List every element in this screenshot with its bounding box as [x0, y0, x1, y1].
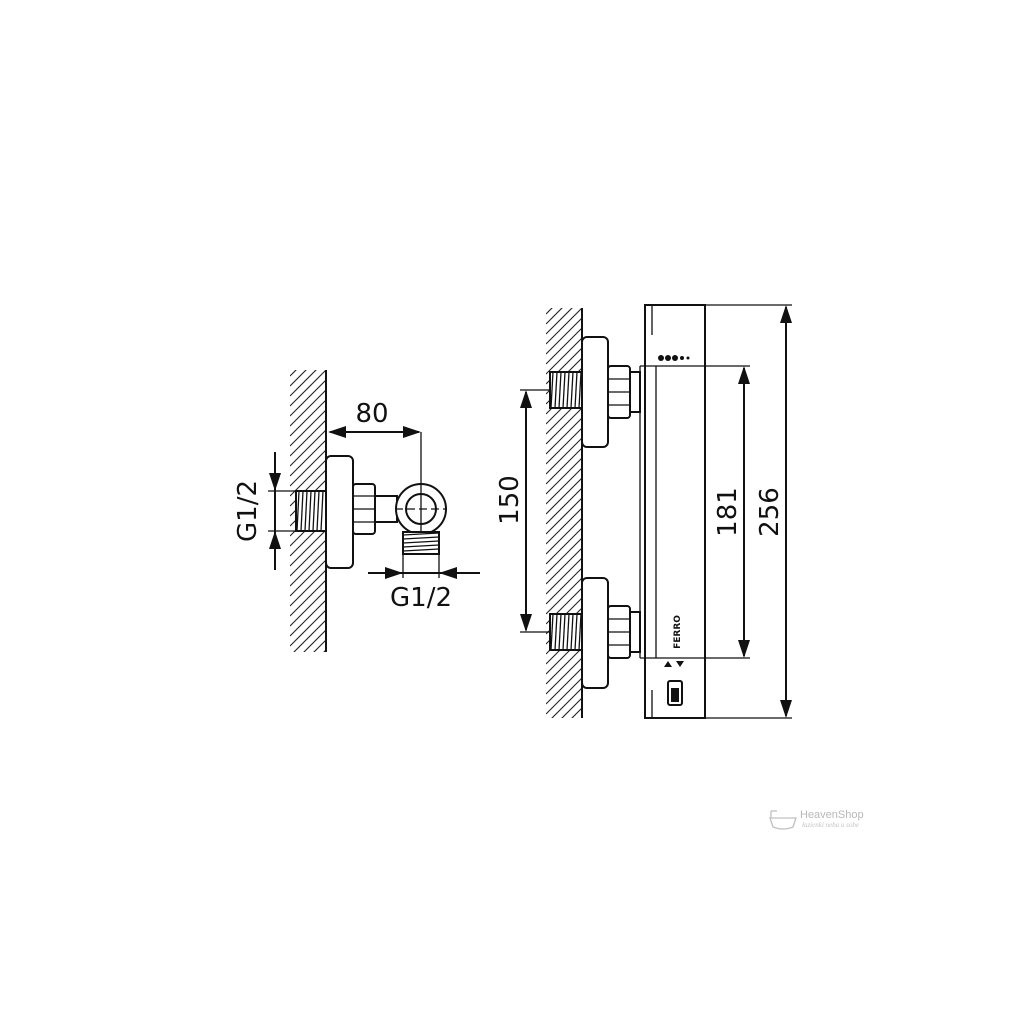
upper-inlet	[549, 336, 641, 448]
inlet-thread-side	[295, 490, 327, 532]
lower-inlet	[549, 577, 641, 689]
watermark-title: HeavenShop	[800, 809, 864, 821]
temperature-scale-marks	[658, 355, 690, 361]
dimension-depth: 80	[328, 399, 421, 438]
escutcheon-side	[325, 455, 354, 569]
dimension-inlet-spacing-label: 150	[495, 475, 525, 525]
dimension-body-height-label: 181	[713, 487, 743, 537]
bathtub-icon	[769, 810, 797, 830]
dimension-inlet-thread-label: G1/2	[233, 480, 263, 542]
watermark-subtitle: łazienki neba u sobe	[802, 821, 859, 829]
brand-label: FERRO	[673, 615, 683, 649]
watermark: HeavenShop łazienki neba u sobe	[769, 809, 864, 830]
dimension-inlet-thread: G1/2	[233, 452, 296, 570]
dimension-total-height-label: 256	[755, 487, 785, 537]
connection-pipe-side	[374, 495, 398, 523]
dimension-inlet-spacing: 150	[495, 389, 550, 633]
wall-hatching-right	[546, 308, 583, 718]
side-view: 80 G1/2 G1/2	[233, 370, 480, 652]
dimension-body-height: 181	[705, 365, 750, 659]
connection-nut-side	[352, 483, 376, 535]
upper-escutcheon	[581, 336, 609, 448]
dimension-total-height: 256	[705, 304, 792, 719]
flow-selector	[664, 661, 684, 706]
front-view: FERRO 150 181	[495, 304, 792, 719]
dimension-outlet-thread: G1/2	[368, 554, 480, 613]
dimension-outlet-thread-label: G1/2	[390, 583, 452, 613]
lower-escutcheon	[581, 577, 609, 689]
outlet-thread-side	[402, 531, 440, 555]
mixer-body	[639, 304, 706, 719]
dimension-depth-label: 80	[355, 399, 388, 429]
valve-body-side	[395, 432, 447, 535]
